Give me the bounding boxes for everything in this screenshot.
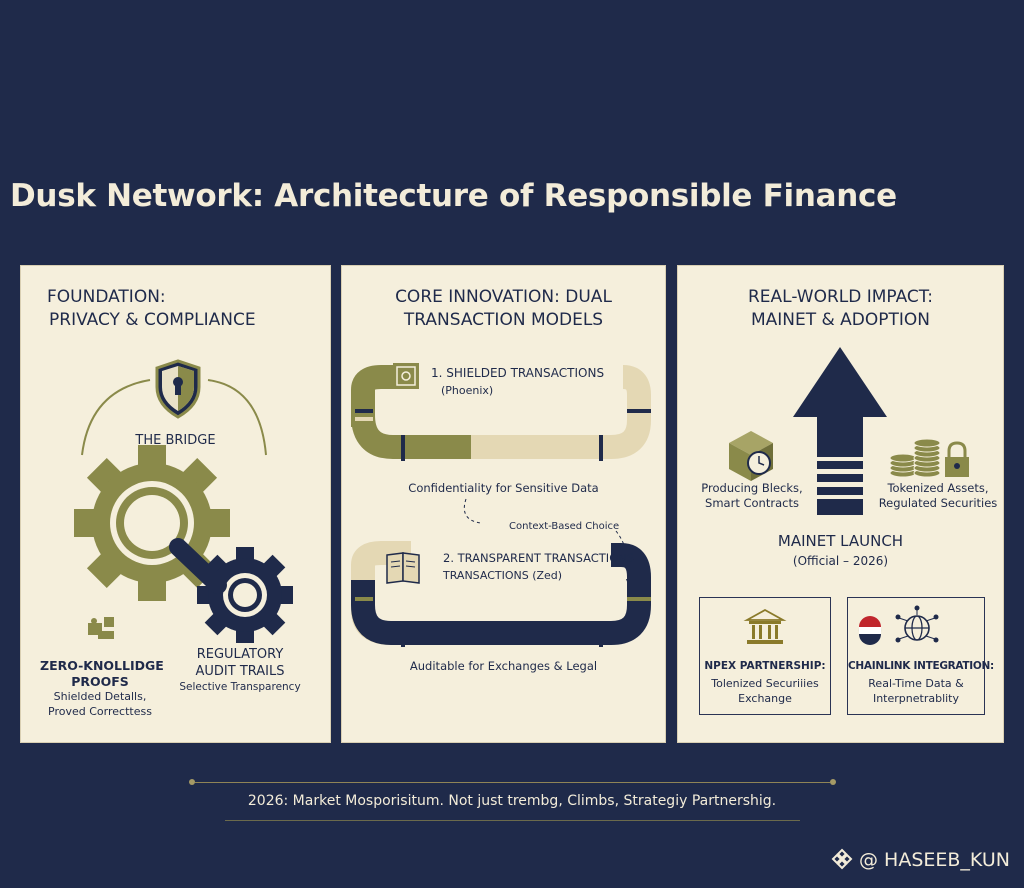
footer-divider-bottom [225,820,800,821]
npex-sub-line1: Tolenized Securiiies [700,676,830,691]
footer-text: 2026: Market Mosporisitum. Not just trem… [0,793,1024,809]
npex-title: NPEX PARTNERSHIP: [700,660,830,672]
shielded-subtitle: (Phoenix) [441,384,493,397]
gear-icon [197,547,293,643]
zk-title: ZERO-KNOLLIDGE PROOFS [40,658,160,690]
regulatory-subtitle: Selective Transparency [175,681,305,693]
tokenized-label-line2: Regulated Securities [873,496,1003,511]
book-icon [387,553,419,583]
tokenized-label-line1: Tokenized Assets, [873,481,1003,496]
coins-lock-icon [890,439,969,477]
panel-innovation: CORE INNOVATION: DUAL TRANSACTION MODELS [341,265,666,743]
handle-text: @ HASEEB_KUN [859,849,1010,871]
panel-impact: REAL-WORLD IMPACT: MAINET & ADOPTION [677,265,1004,743]
transparent-caption: Auditable for Exchanges & Legal [341,659,666,673]
footer-divider-top [195,782,830,783]
chainlink-sub-line1: Real-Time Data & [848,676,984,691]
panel-foundation: FOUNDATION: PRIVACY & COMPLIANCE [20,265,331,743]
reg-title-line1: REGULATORY [180,646,300,663]
zk-title-line1: ZERO-KNOLLIDGE [40,658,160,674]
bridge-label: THE BRIDGE [20,433,331,448]
npex-subtitle: Tolenized Securiiies Exchange [700,676,830,706]
producing-label: Producing Blecks, Smart Contracts [687,481,817,511]
launch-subtitle: (Official – 2026) [677,554,1004,568]
producing-label-line1: Producing Blecks, [687,481,817,496]
zk-subtitle: Shielded Detalls, Proved Correcttess [40,689,160,719]
transparent-title-line1: 2. TRANSPARENT TRANSACTIONS [443,551,634,565]
binance-logo-icon [831,848,853,870]
shielded-caption: Confidentiality for Sensitive Data [341,481,666,495]
transparent-title-line2: TRANSACTIONS (Zed) [443,569,562,582]
npex-sub-line2: Exchange [700,691,830,706]
chainlink-card: CHAINLINK INTEGRATION: Real-Time Data & … [847,597,985,715]
regulatory-title: REGULATORY AUDIT TRAILS [180,646,300,680]
chainlink-subtitle: Real-Time Data & Interpnetrablity [848,676,984,706]
shield-lock-icon [157,361,199,417]
zk-title-line2: PROOFS [40,674,160,690]
author-handle: @ HASEEB_KUN [831,848,1010,871]
tokenized-label: Tokenized Assets, Regulated Securities [873,481,1003,511]
choice-label: Context-Based Choice [509,521,619,532]
proof-icon [88,617,114,639]
chainlink-sub-line2: Interpnetrablity [848,691,984,706]
zk-sub-line2: Proved Correcttess [40,704,160,719]
reg-title-line2: AUDIT TRAILS [180,663,300,680]
chainlink-title: CHAINLINK INTEGRATION: [848,660,984,672]
clock-box-icon [729,431,773,481]
page-title: Dusk Network: Architecture of Responsibl… [10,178,897,214]
vault-icon [393,363,419,389]
producing-label-line2: Smart Contracts [687,496,817,511]
footer-dot-right [830,779,836,785]
launch-title: MAINET LAUNCH [677,532,1004,550]
npex-card: NPEX PARTNERSHIP: Tolenized Securiiies E… [699,597,831,715]
shielded-title: 1. SHIELDED TRANSACTIONS [431,366,604,380]
zk-sub-line1: Shielded Detalls, [40,689,160,704]
